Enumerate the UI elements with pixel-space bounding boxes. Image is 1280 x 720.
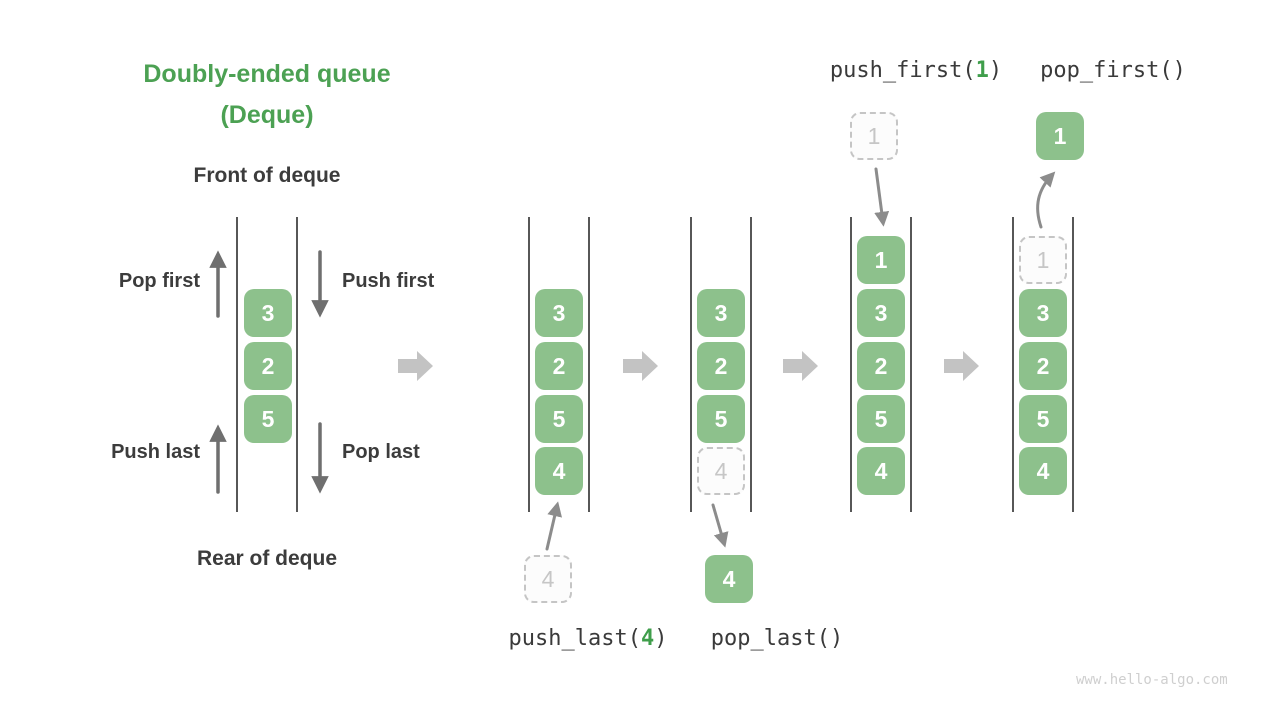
diagram-title-line1: Doubly-ended queue [143,60,391,88]
op-text: ) [1172,58,1186,83]
operation-label-push-last: push_last(4) [478,626,698,651]
operation-label-pop-last: pop_last() [667,626,887,651]
op-text: push_last( [508,626,641,651]
operation-label-push-first: push_first(1) [806,58,1026,83]
push-last-label: Push last [111,441,200,463]
push-first-connector-arrow [874,167,890,227]
deque-channel-step1 [528,217,590,512]
transition-arrow-2 [623,351,658,381]
deque-item: 3 [244,289,292,337]
op-arg: 1 [975,58,989,83]
leaving-item-ghost: 4 [697,447,745,495]
deque-item: 2 [697,342,745,390]
pop-first-label: Pop first [118,270,200,292]
deque-item: 5 [697,395,745,443]
op-text: ) [988,58,1003,83]
op-text: push_first( [829,58,976,83]
transition-arrow-1 [398,351,433,381]
deque-item: 5 [244,395,292,443]
deque-item: 4 [535,447,583,495]
operation-label-pop-first: pop_first() [1003,58,1223,83]
diagram-title-line2: (Deque) [220,101,314,129]
deque-item: 3 [1019,289,1067,337]
deque-item: 2 [244,342,292,390]
pop-last-label: Pop last [342,441,420,463]
deque-item: 3 [697,289,745,337]
deque-item: 1 [857,236,905,284]
deque-item: 4 [1019,447,1067,495]
deque-item: 4 [857,447,905,495]
transition-arrow-4 [944,351,979,381]
front-of-deque-label: Front of deque [193,164,341,187]
deque-item: 2 [857,342,905,390]
rear-of-deque-label: Rear of deque [196,547,338,570]
leaving-item-ghost: 1 [1019,236,1067,284]
deque-channel-step4 [1012,217,1074,512]
deque-item: 2 [535,342,583,390]
incoming-item-ghost: 4 [524,555,572,603]
op-arg: 4 [640,626,655,651]
watermark: www.hello-algo.com [1076,672,1228,688]
deque-channel-demo [236,217,298,512]
op-text: ) [829,626,844,651]
deque-channel-step2 [690,217,752,512]
op-text: ) [654,626,668,651]
deque-channel-step3 [850,217,912,512]
push-first-label: Push first [342,270,435,292]
deque-item: 5 [857,395,905,443]
deque-item: 3 [535,289,583,337]
transition-arrow-3 [783,351,818,381]
deque-item: 2 [1019,342,1067,390]
deque-item: 5 [1019,395,1067,443]
outgoing-item: 4 [705,555,753,603]
op-text: pop_first( [1040,58,1173,83]
deque-item: 3 [857,289,905,337]
push-last-connector-arrow [545,501,562,551]
incoming-item-ghost: 1 [850,112,898,160]
outgoing-item: 1 [1036,112,1084,160]
deque-item: 5 [535,395,583,443]
op-text: pop_last( [710,626,830,651]
